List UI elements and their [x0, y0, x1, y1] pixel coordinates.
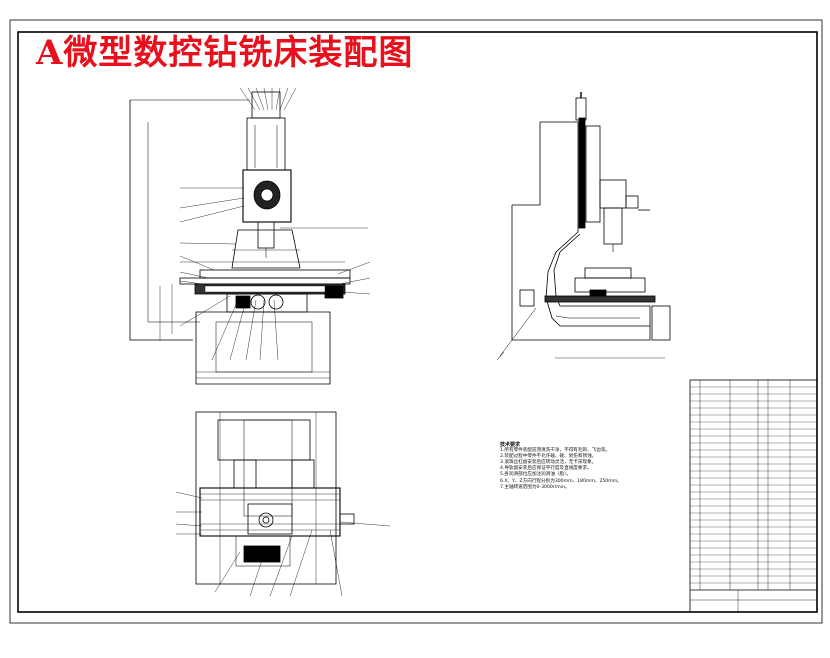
technical-notes: 技术要求 1.所有零件装配前须清洗干净，不得有毛刺、飞边等。 2.装配过程中零件… — [500, 442, 690, 491]
technical-note-line: 3.滚珠丝杠副安装后应转动灵活，无卡滞现象。 — [500, 460, 597, 466]
drawing-frame — [9, 19, 823, 624]
technical-note-line: 4.导轨副安装后应保证平行度及直线度要求。 — [500, 466, 592, 472]
technical-note-line: 6.X、Y、Z方向行程分别为300mm、180mm、250mm。 — [500, 478, 622, 484]
parts-list-rows — [690, 386, 817, 584]
side-view — [496, 92, 671, 361]
technical-note-line: 1.所有零件装配前须清洗干净，不得有毛刺、飞边等。 — [500, 448, 611, 454]
technical-notes-heading: 技术要求 — [500, 442, 521, 448]
technical-note-line: 5.各润滑部位应加注润滑油（脂）。 — [500, 472, 571, 478]
drawing-title: A微型数控钻铣床装配图 — [36, 33, 414, 73]
top-view — [175, 411, 391, 597]
parts-list-table — [689, 379, 818, 613]
technical-note-line: 7.主轴转速范围为0-3000r/min。 — [500, 484, 570, 490]
technical-note-line: 2.装配过程中零件不允许磕、碰、划伤和锈蚀。 — [500, 454, 597, 460]
front-view — [129, 87, 371, 385]
